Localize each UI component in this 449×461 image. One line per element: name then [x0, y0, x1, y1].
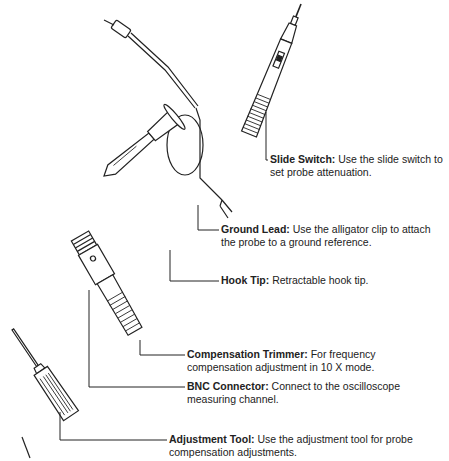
bnc-connector — [70, 231, 144, 337]
callout-text: Slide Switch: Use the slide switch to se… — [270, 153, 446, 179]
probe-body — [242, 1, 309, 137]
part-name: Compensation Trimmer: — [187, 348, 308, 360]
part-name: Slide Switch: — [270, 153, 335, 165]
hook-tip — [94, 103, 187, 189]
callout-text: Compensation Trimmer: For frequency comp… — [187, 348, 403, 374]
part-name: Adjustment Tool: — [169, 433, 255, 445]
callout-text: BNC Connector: Connect to the oscillosco… — [187, 380, 445, 406]
callout-text: Adjustment Tool: Use the adjustment tool… — [169, 433, 445, 459]
callout-text: Hook Tip: Retractable hook tip. — [221, 274, 445, 287]
adjustment-tool — [5, 324, 78, 420]
ground-lead — [104, 20, 232, 218]
callout-text: Ground Lead: Use the alligator clip to a… — [221, 223, 445, 249]
part-name: BNC Connector: — [187, 380, 269, 392]
part-name: Ground Lead: — [221, 223, 290, 235]
tool-tip — [22, 437, 30, 458]
part-description: Retractable hook tip. — [272, 274, 368, 286]
part-name: Hook Tip: — [221, 274, 269, 286]
